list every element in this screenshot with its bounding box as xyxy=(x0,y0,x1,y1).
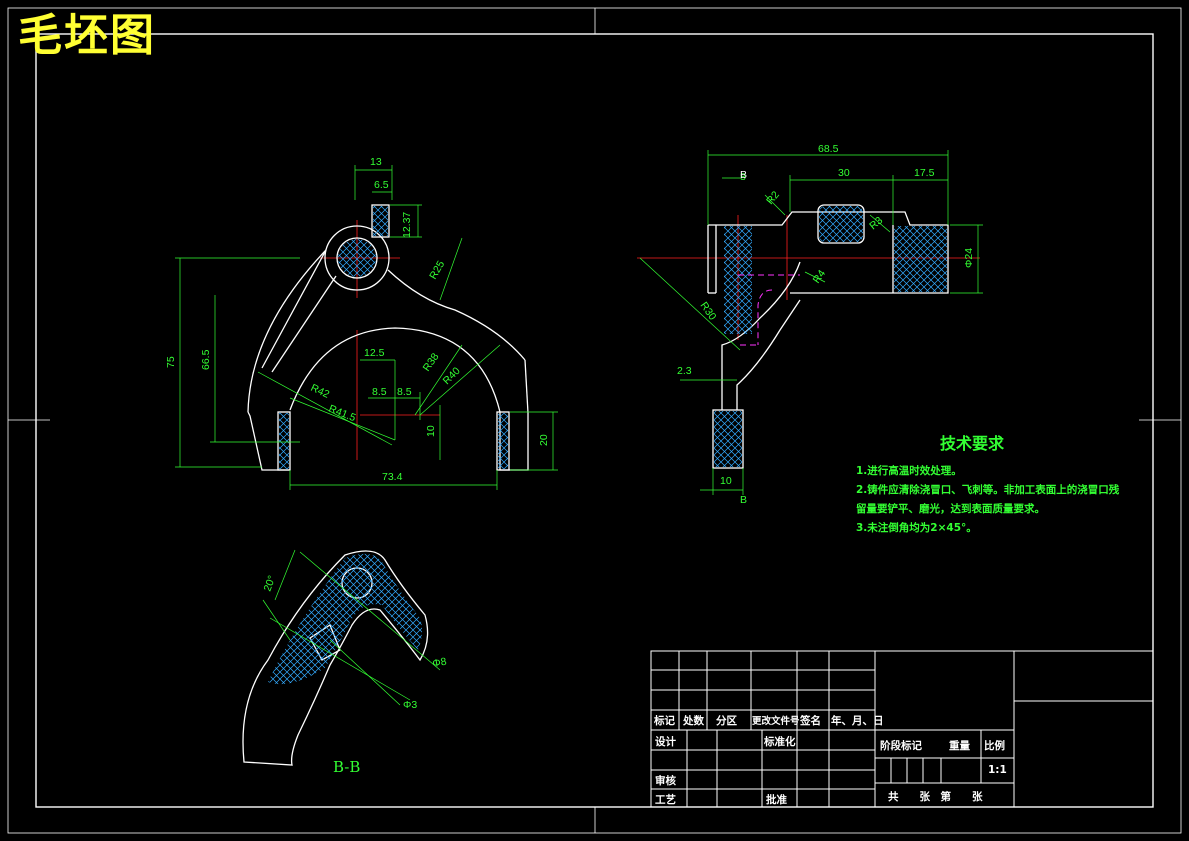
dim-2-3: 2.3 xyxy=(677,365,692,377)
dim-10: 10 xyxy=(425,425,437,437)
side-view xyxy=(637,150,983,495)
tb-process: 工艺 xyxy=(655,794,676,806)
dim-8-5-left: 8.5 xyxy=(372,386,387,398)
tb-scale-value: 1:1 xyxy=(988,764,1007,776)
dim-phi8: Φ8 xyxy=(431,656,447,670)
dim-13: 13 xyxy=(370,156,382,168)
dim-75: 75 xyxy=(165,356,177,368)
dim-r25: R25 xyxy=(427,259,447,282)
requirement-item: 3.未注倒角均为2×45°。 xyxy=(856,522,977,534)
dim-r30: R30 xyxy=(698,300,719,323)
dim-17-5: 17.5 xyxy=(914,167,935,179)
tb-stage-mark: 阶段标记 xyxy=(880,740,922,752)
dim-r42: R42 xyxy=(309,382,332,401)
technical-requirements-list: 1.进行高温时效处理。 2.铸件应清除浇冒口、飞刺等。非加工表面上的浇冒口残 留… xyxy=(856,462,1119,538)
sheet-frame xyxy=(7,7,1182,834)
dim-20: 20 xyxy=(538,434,550,446)
dim-r40: R40 xyxy=(441,365,463,387)
tb-header-change-doc: 更改文件号 xyxy=(752,716,800,727)
tb-header-date: 年、月、日 xyxy=(831,715,884,727)
tb-weight: 重量 xyxy=(949,740,970,752)
tb-scale-label: 比例 xyxy=(984,740,1005,752)
dim-8: 8 xyxy=(740,171,746,183)
dim-30: 30 xyxy=(838,167,850,179)
requirement-item: 1.进行高温时效处理。 xyxy=(856,465,962,477)
dim-r2: R2 xyxy=(764,189,782,207)
requirement-item: 留量要铲平、磨光，达到表面质量要求。 xyxy=(856,503,1045,515)
dim-r3: R3 xyxy=(867,214,885,232)
tb-design: 设计 xyxy=(655,736,676,748)
tb-header-mark: 标记 xyxy=(654,715,675,727)
tb-header-zone: 分区 xyxy=(716,715,737,727)
section-mark-bottom: B xyxy=(740,494,747,506)
section-label: B-B xyxy=(333,758,361,776)
dim-68-5: 68.5 xyxy=(818,143,839,155)
dim-12-37: 12.37 xyxy=(401,212,413,238)
dim-r38: R38 xyxy=(421,351,442,374)
section-mark-top: B xyxy=(740,169,747,181)
dim-r4: R4 xyxy=(811,268,829,286)
tb-sheets: 共 张 第 张 xyxy=(888,791,983,803)
dim-phi3: Φ3 xyxy=(403,699,417,711)
requirement-item: 2.铸件应清除浇冒口、飞刺等。非加工表面上的浇冒口残 xyxy=(856,484,1120,496)
dim-10-side: 10 xyxy=(720,475,732,487)
dim-r41-5: R41.5 xyxy=(327,403,358,425)
tb-header-sign: 签名 xyxy=(800,715,821,727)
dim-phi24: Φ24 xyxy=(963,248,975,268)
title-block-grid xyxy=(650,650,1154,808)
technical-requirements-heading: 技术要求 xyxy=(940,434,1005,453)
dim-8-5-right: 8.5 xyxy=(397,386,412,398)
tb-standardize: 标准化 xyxy=(764,736,796,748)
dim-20-deg: 20° xyxy=(262,574,279,593)
front-view xyxy=(175,165,558,490)
tb-header-count: 处数 xyxy=(683,715,704,727)
dim-12-5: 12.5 xyxy=(364,347,385,359)
dim-66-5: 66.5 xyxy=(200,349,212,370)
drawing-title: 毛坯图 xyxy=(18,10,156,61)
dim-73-4: 73.4 xyxy=(382,471,403,483)
tb-review: 审核 xyxy=(655,775,676,787)
section-view xyxy=(242,549,441,766)
dim-6-5: 6.5 xyxy=(374,179,389,191)
tb-approve: 批准 xyxy=(766,794,787,806)
